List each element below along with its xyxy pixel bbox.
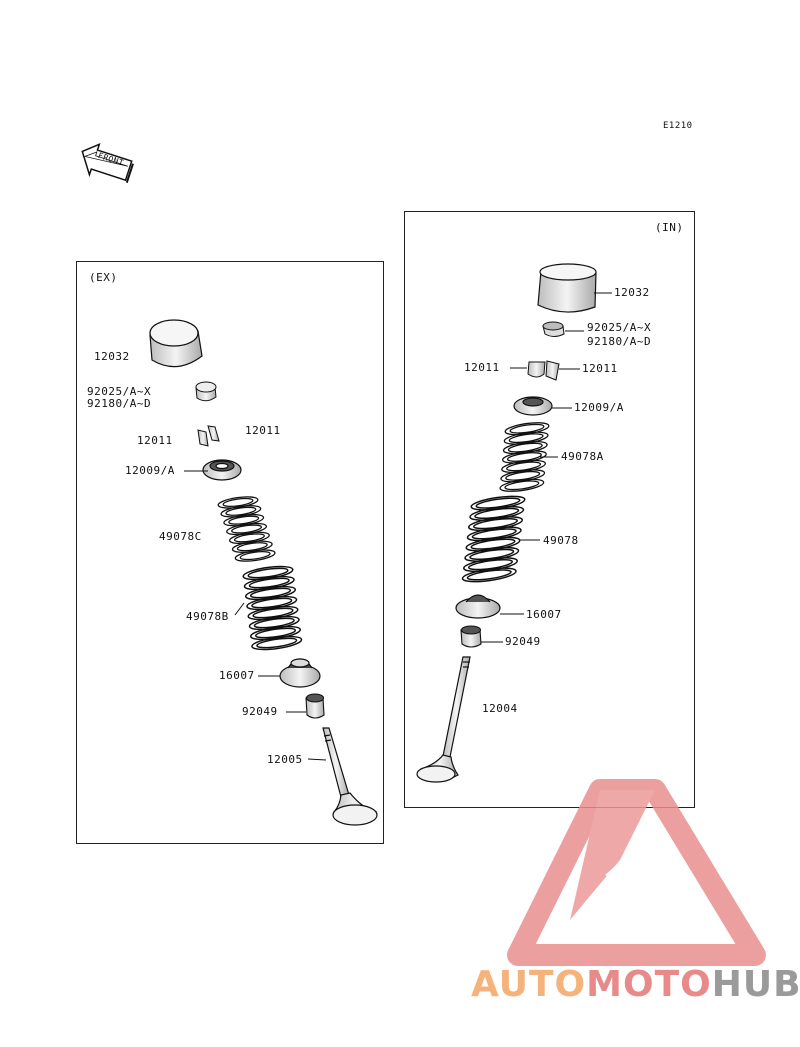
in-label-inner-spring: 49078A [561,450,604,463]
exhaust-panel [76,261,384,844]
ex-label-retainer: 12009/A [125,464,175,477]
ex-inner-spring [217,496,276,562]
ex-label-cotter-left: 12011 [137,434,173,447]
ex-stem-seal [305,693,325,719]
in-cotters [527,360,560,381]
ex-label-cotter-right: 12011 [245,424,281,437]
diagram-code: E1210 [663,121,693,131]
in-leader-lines [481,292,612,643]
in-stem-seal [460,625,482,648]
ex-valve [322,727,378,826]
in-label-valve: 12004 [482,702,518,715]
watermark-hub: HUB [711,964,800,1005]
in-label-shim-b: 92180/A~D [587,335,652,348]
ex-label-stem-seal: 92049 [242,705,278,718]
in-label-retainer: 12009/A [574,401,624,414]
in-label-shim-a: 92025/A~X [587,321,652,334]
in-outer-spring [461,495,526,583]
in-label-cotter-right: 12011 [582,362,618,375]
ex-outer-spring [242,565,303,651]
in-tappet [537,263,597,313]
ex-tappet [149,319,203,368]
in-inner-spring [499,422,550,492]
watermark-auto: AUTO [471,964,587,1005]
in-retainer [513,396,553,416]
ex-label-shim-a: 92025/A~X [87,385,152,398]
ex-label-shim-b: 92180/A~D [87,397,152,410]
in-label-tappet: 12032 [614,286,650,299]
ex-retainer [202,459,242,481]
ex-leader-lines [184,470,327,761]
ex-shim [195,381,217,402]
watermark-moto: MOTO [586,964,712,1005]
ex-label-inner-spring: 49078C [159,530,202,543]
ex-cotters [197,425,220,447]
in-valve [416,656,471,783]
exhaust-panel-tag: (EX) [89,271,118,284]
in-spring-seat [455,594,501,619]
in-label-outer-spring: 49078 [543,534,579,547]
ex-spring-seat [279,658,321,688]
in-label-spring-seat: 16007 [526,608,562,621]
in-label-stem-seal: 92049 [505,635,541,648]
ex-label-valve: 12005 [267,753,303,766]
ex-label-outer-spring: 49078B [186,610,229,623]
ex-label-tappet: 12032 [94,350,130,363]
intake-panel-tag: (IN) [655,221,684,234]
in-label-cotter-left: 12011 [464,361,500,374]
in-shim [542,321,565,337]
watermark-logo-icon [507,779,766,966]
ex-label-spring-seat: 16007 [219,669,255,682]
watermark-text: AUTOMOTOHUB [471,965,800,1005]
intake-panel [404,211,695,808]
